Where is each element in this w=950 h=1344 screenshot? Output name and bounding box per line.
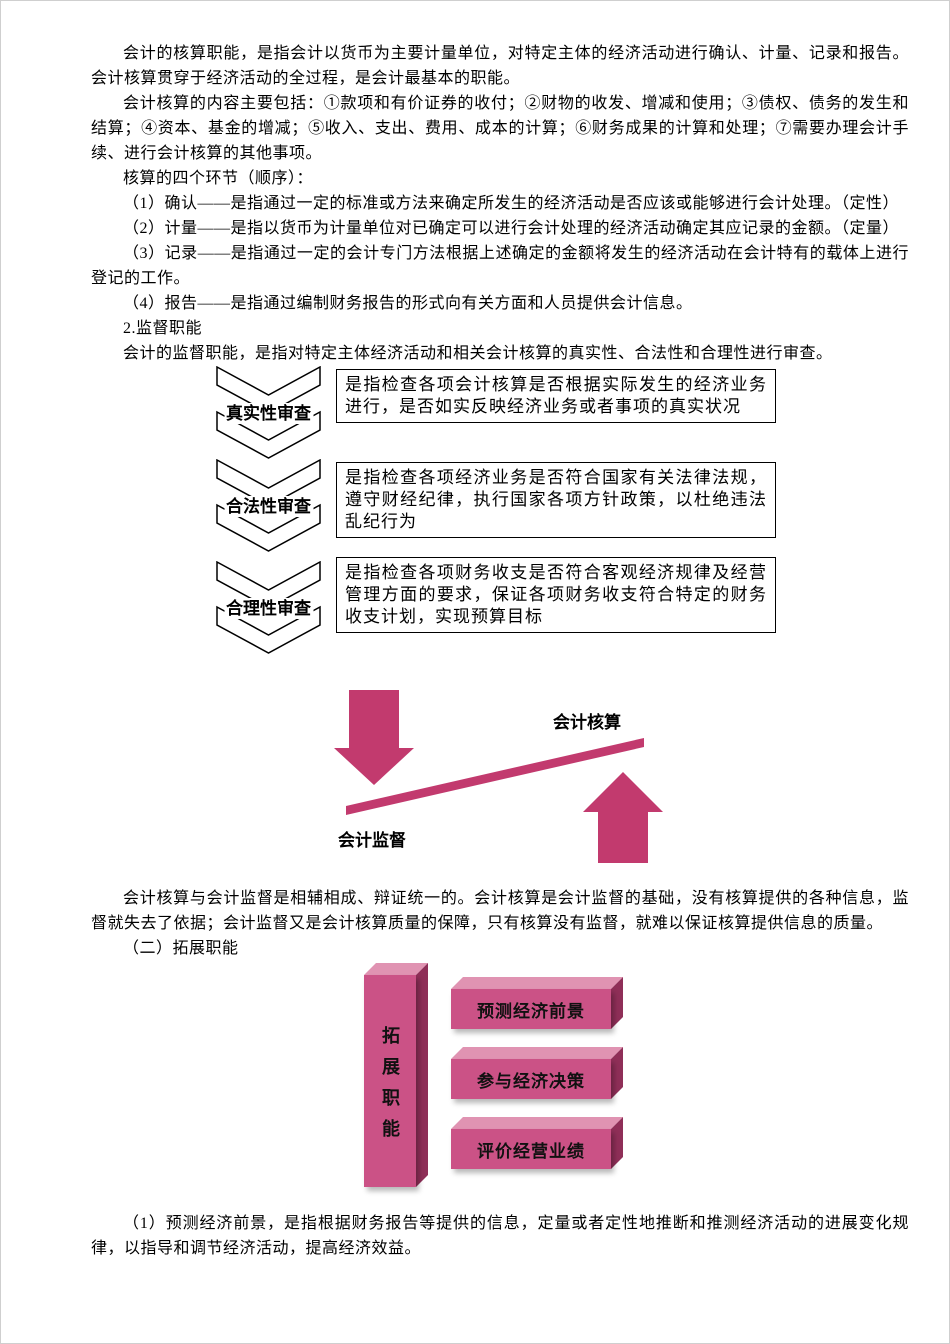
chevron-band <box>216 410 321 459</box>
label-accounting-calculation: 会计核算 <box>553 713 621 732</box>
up-arrow-icon <box>583 772 663 863</box>
heading-supervision-function: 2.监督职能 <box>123 320 203 337</box>
relation-arrows-graphic <box>334 690 663 863</box>
paragraph-step-record: （3）记录——是指通过一定的会计专门方法根据上述确定的金额将发生的经济活动在会计… <box>91 245 909 287</box>
paragraph-step-confirm: （1）确认——是指通过一定的标准或方法来确定所发生的经济活动是否应该或能够进行会… <box>123 195 900 212</box>
expand-function-diagram: 拓展职能 预测经济前景 参与经济决策 评价经营业绩 <box>91 961 909 1211</box>
expand-item-label: 评价经营业绩 <box>477 1141 585 1161</box>
paragraph-step-measure: （2）计量——是指以货币为计量单位对已确定可以进行会计处理的经济活动确定其应记录… <box>123 220 900 237</box>
box-front-face: 评价经营业绩 <box>451 1129 611 1169</box>
expand-item-evaluate: 评价经营业绩 <box>451 1117 623 1169</box>
chevron-label-legality: 合法性审查 <box>224 496 313 517</box>
paragraph-core-function: 会计的核算职能，是指会计以货币为主要计量单位，对特定主体的经济活动进行确认、计量… <box>91 45 909 87</box>
expand-item-forecast: 预测经济前景 <box>451 977 623 1029</box>
chevron-label-authenticity: 真实性审查 <box>224 403 313 424</box>
desc-box-authenticity: 是指检查各项会计核算是否根据实际发生的经济业务进行，是否如实反映经济业务或者事项… <box>336 369 776 423</box>
paragraph-four-steps-title: 核算的四个环节（顺序）： <box>123 170 314 187</box>
expand-item-decision: 参与经济决策 <box>451 1047 623 1099</box>
chevron-group-authenticity: 真实性审查 <box>216 366 321 461</box>
box-front-face: 参与经济决策 <box>451 1059 611 1099</box>
down-arrow-icon <box>334 690 414 785</box>
box-front-face: 预测经济前景 <box>451 989 611 1029</box>
paragraph-supervision-intro: 会计的监督职能，是指对特定主体经济活动和相关会计核算的真实性、合法性和合理性进行… <box>123 345 833 362</box>
desc-box-legality: 是指检查各项经济业务是否符合国家有关法律法规，遵守财经纪律，执行国家各项方针政策… <box>336 462 776 538</box>
paragraph-forecast: （1）预测经济前景，是指根据财务报告等提供的信息，定量或者定性地推断和推测经济活… <box>91 1215 909 1257</box>
label-accounting-supervision: 会计监督 <box>338 831 406 850</box>
heading-expand-function: （二）拓展职能 <box>123 940 239 957</box>
box-top-face <box>451 977 623 989</box>
box-front-face: 拓展职能 <box>364 975 416 1187</box>
chevron-group-legality: 合法性审查 <box>216 459 321 554</box>
expand-item-label: 预测经济前景 <box>477 1001 585 1021</box>
desc-box-rationality: 是指检查各项财务收支是否符合客观经济规律及经营管理方面的要求，保证各项财务收支符… <box>336 557 776 633</box>
expand-item-label: 参与经济决策 <box>477 1071 585 1091</box>
review-audit-diagram: 真实性审查 是指检查各项会计核算是否根据实际发生的经济业务进行，是否如实反映经济… <box>91 366 909 686</box>
chevron-label-rationality: 合理性审查 <box>224 598 313 619</box>
supervision-relation-diagram: 会计核算 会计监督 <box>91 686 909 886</box>
box-top-face <box>451 1117 623 1129</box>
paragraph-step-report: （4）报告——是指通过编制财务报告的形式向有关方面和人员提供会计信息。 <box>123 295 693 312</box>
paragraph-relation: 会计核算与会计监督是相辅相成、辩证统一的。会计核算是会计监督的基础，没有核算提供… <box>91 890 909 932</box>
diagonal-bar <box>346 738 644 815</box>
chevron-band <box>216 605 321 654</box>
expand-vertical-label: 拓展职能 <box>380 1025 400 1150</box>
chevron-band <box>216 503 321 552</box>
paragraph-core-content: 会计核算的内容主要包括：①款项和有价证券的收付；②财物的收发、增减和使用；③债权… <box>91 95 909 162</box>
box-side-face <box>416 963 428 1187</box>
chevron-group-rationality: 合理性审查 <box>216 561 321 656</box>
expand-vertical-box: 拓展职能 <box>364 963 428 1187</box>
box-top-face <box>451 1047 623 1059</box>
